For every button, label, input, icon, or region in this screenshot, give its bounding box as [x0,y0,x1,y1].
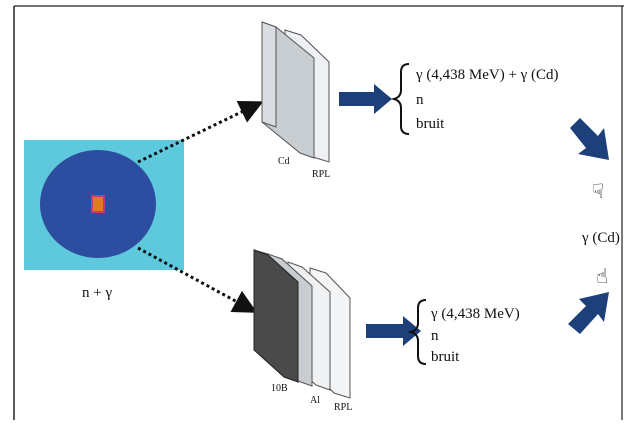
al-label: Al [310,395,320,406]
pointing-up-hand-icon: ☝ [596,264,608,288]
dotted-arrow-to-bottom-detector [137,246,258,313]
arrow-to-bottom-outputs [366,316,421,346]
cd-layer-face [261,21,277,128]
bottom-output-line-3: bruit [431,349,460,365]
rpl-label-bottom: RPL [334,402,352,413]
result-block: ☟ γ (Cd) ☝ [581,179,620,288]
top-output-line-1: γ (4,438 MeV) + γ (Cd) [415,67,559,83]
boron-label: 10B [271,383,288,394]
arrow-to-top-outputs [339,84,392,114]
top-output-line-2: n [416,92,424,108]
source-block: n + γ [24,140,184,301]
top-outputs: γ (4,438 MeV) + γ (Cd) n bruit [390,63,559,135]
bottom-brace [407,299,427,365]
source-label: n + γ [82,285,112,301]
result-label: γ (Cd) [581,230,620,246]
pointing-down-hand-icon: ☟ [592,179,604,203]
top-output-line-3: bruit [416,116,445,132]
dotted-arrow-to-top-detector [137,101,264,164]
bottom-output-line-2: n [431,328,439,344]
boron-layer [253,249,299,383]
top-detector: Cd RPL [261,21,330,180]
bottom-detector: 10B Al RPL [253,249,352,413]
cd-label: Cd [278,156,290,167]
source-core [91,195,105,213]
arrow-down-to-result [570,118,609,160]
bottom-output-line-1: γ (4,438 MeV) [430,306,520,322]
rpl-label-top: RPL [312,169,330,180]
arrow-up-to-result [568,292,609,334]
bottom-outputs: γ (4,438 MeV) n bruit [407,299,520,365]
top-brace [390,63,410,135]
